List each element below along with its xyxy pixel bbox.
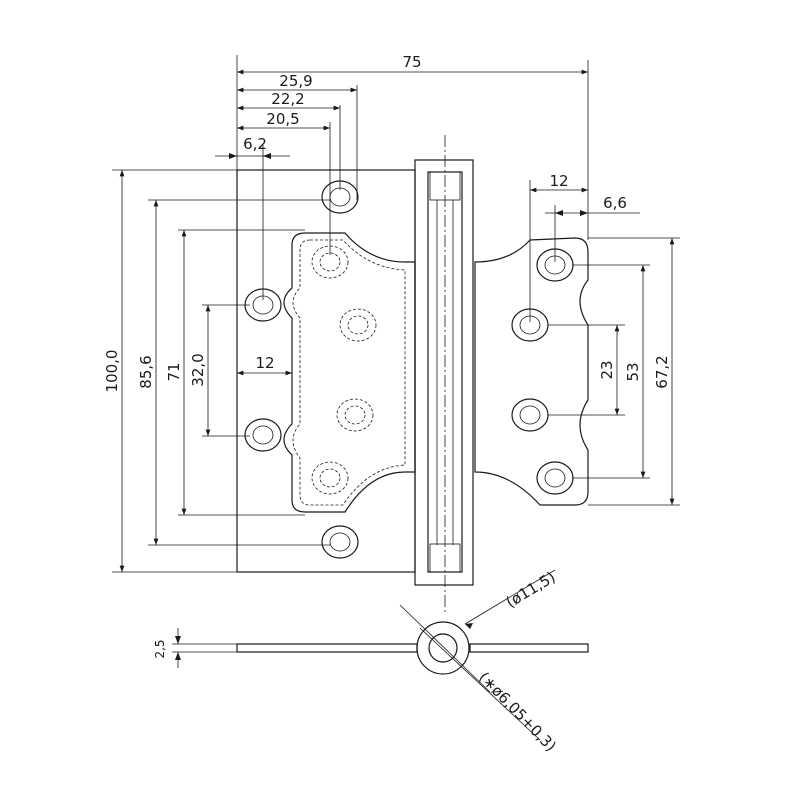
hole-icon — [244, 418, 282, 452]
dim-right-23: 23 — [598, 360, 616, 379]
dim-overall-width: 75 — [402, 53, 421, 71]
right-butterfly-leaf — [474, 237, 589, 506]
hole-icon — [311, 461, 349, 495]
pin-circle — [428, 633, 458, 663]
knuckle-outer — [414, 159, 474, 586]
dim-thickness: 2,5 — [153, 639, 167, 658]
hole-icon — [536, 461, 574, 495]
dim-right-6-6: 6,6 — [603, 194, 627, 212]
side-leaf-right — [469, 643, 589, 653]
left-dimensions: 100,0 85,6 71 32,0 12 — [103, 169, 330, 573]
hole-icon — [511, 398, 549, 432]
dim-height-100: 100,0 — [103, 350, 121, 393]
left-butterfly-leaf — [283, 232, 416, 513]
dim-right-53: 53 — [624, 362, 642, 381]
dim-left-12: 12 — [255, 354, 274, 372]
dim-right-67-2: 67,2 — [653, 355, 671, 388]
dim-pin-diameter: (∗ø6,05+0,3) — [475, 668, 560, 755]
top-dimensions: 75 25,9 22,2 20,5 6,2 12 6,6 — [215, 53, 640, 322]
right-dimensions: 67,2 53 23 — [548, 237, 680, 506]
dim-right-12: 12 — [549, 172, 568, 190]
hole-icon — [321, 525, 359, 559]
side-view: (ø11,5) (∗ø6,05+0,3) 2,5 — [153, 568, 589, 755]
hole-icon — [339, 308, 377, 342]
side-leaf-left — [236, 643, 418, 653]
hole-icon — [336, 398, 374, 432]
knuckle-outer-circle — [416, 621, 470, 675]
front-view — [236, 135, 589, 612]
dim-6-2: 6,2 — [243, 135, 267, 153]
right-holes — [511, 248, 574, 495]
dim-25-9: 25,9 — [279, 72, 312, 90]
dim-height-32: 32,0 — [189, 353, 207, 386]
left-leaf-inner-outline — [292, 239, 406, 506]
hole-icon — [311, 245, 349, 279]
dim-22-2: 22,2 — [271, 90, 304, 108]
dim-height-85-6: 85,6 — [137, 355, 155, 388]
dim-height-71: 71 — [165, 362, 183, 381]
dim-20-5: 20,5 — [266, 110, 299, 128]
dim-knuckle-diameter: (ø11,5) — [503, 568, 559, 611]
